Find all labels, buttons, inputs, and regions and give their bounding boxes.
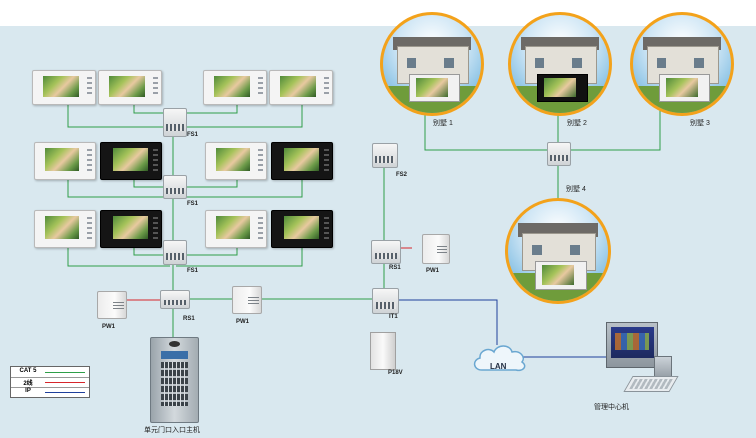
label-fs1-b: FS1 [187,201,199,207]
label-villa-3: 别墅 3 [690,120,710,127]
label-pw1-left: PW1 [102,324,116,330]
indoor-monitor-r3-4 [271,210,333,248]
wire-legend: CAT 5 2线 IP [10,366,90,398]
legend-line-ip [45,392,85,393]
management-pc-keyboard [623,376,679,392]
router-switch-rs1-right [371,240,401,264]
indoor-monitor-r1-2 [98,70,162,105]
label-villa-2: 别墅 2 [567,120,587,127]
label-fs1-a: FS1 [187,132,199,138]
indoor-monitor-r1-3 [203,70,267,105]
indoor-monitor-r2-2 [100,142,162,180]
unit-door-station [150,337,199,423]
label-lan: LAN [490,362,507,371]
indoor-monitor-r2-3 [205,142,267,180]
legend-name-ip: IP [25,388,31,394]
label-pw1-mid: PW1 [236,319,250,325]
wire-row3-left [67,245,170,267]
floor-switch-fs1-a [163,108,187,137]
indoor-monitor-r1-1 [32,70,96,105]
villa-bus-switch [547,142,571,166]
label-it1: IT1 [389,314,398,320]
label-p18v: P18V [388,370,403,376]
label-rs1-right: RS1 [389,265,401,271]
label-management-center: 管理中心机 [594,404,629,411]
villa-2-image [508,12,612,116]
floor-switch-fs1-b [163,175,187,199]
villa-3-image [630,12,734,116]
legend-row-cat5: CAT 5 [11,367,89,378]
legend-name-cat5: CAT 5 [19,368,37,374]
villa-1-image [380,12,484,116]
label-pw1-right: PW1 [426,268,440,274]
villa-4-image [505,198,611,304]
lan-cloud-icon [473,345,526,372]
indoor-monitor-r1-4 [269,70,333,105]
ip-transfer-it1 [372,288,399,314]
indoor-monitor-r3-2 [100,210,162,248]
legend-line-cat5 [45,372,85,373]
legend-name-two-wire: 2线 [23,381,33,387]
label-door-station: 单元门口入口主机 [144,427,200,434]
label-fs2: FS2 [396,172,408,178]
legend-line-two-wire [45,382,85,383]
floor-switch-fs1-c [163,240,187,265]
legend-row-two-wire: 2线 [11,377,89,388]
power-supply-pw1-right [422,234,450,264]
wire-row3-right [176,245,303,267]
label-villa-1: 别墅 1 [433,120,453,127]
management-pc-monitor [606,322,658,368]
villa-switch-fs2 [372,143,398,168]
indoor-monitor-r3-1 [34,210,96,248]
indoor-monitor-r2-1 [34,142,96,180]
wire-it1-lan [397,299,498,345]
legend-row-ip: IP [11,387,89,397]
indoor-monitor-r2-4 [271,142,333,180]
label-rs1-left: RS1 [183,316,195,322]
label-fs1-c: FS1 [187,268,199,274]
router-switch-rs1-left [160,290,190,309]
power-supply-pw1-left [97,291,127,319]
power-supply-p18v [370,332,396,370]
indoor-monitor-r3-3 [205,210,267,248]
label-villa-4: 别墅 4 [566,186,586,193]
power-supply-pw1-mid [232,286,262,314]
